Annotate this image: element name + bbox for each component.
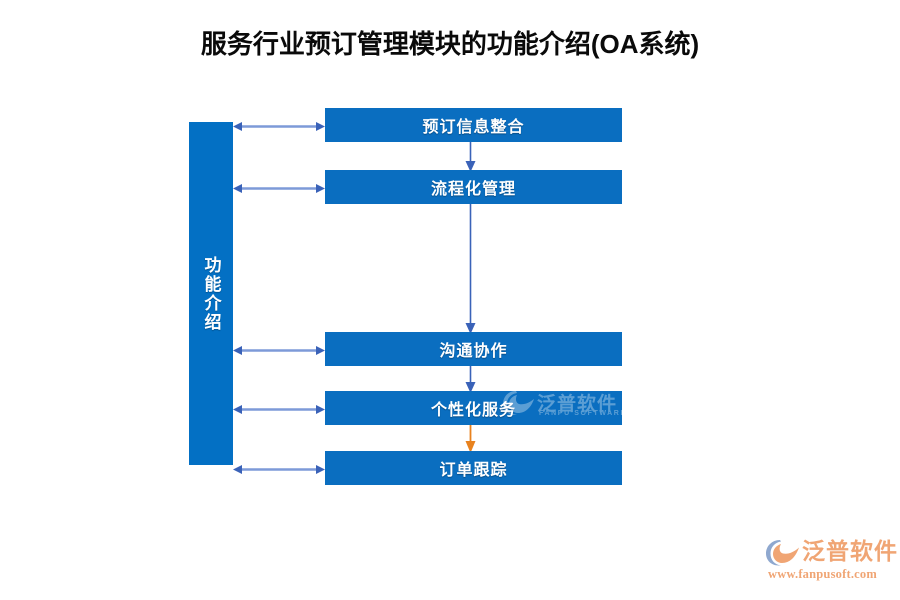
flow-arrow-node1-node2 xyxy=(462,141,479,172)
brand-logo: 泛普软件 www.fanpusoft.com xyxy=(766,537,897,585)
arrow-down-icon xyxy=(465,365,476,393)
category-bar-label: 功能介绍 xyxy=(201,255,221,332)
arrow-down-icon xyxy=(465,203,476,334)
double-arrow-icon xyxy=(233,465,325,474)
process-box-3-label: 沟通协作 xyxy=(439,343,508,360)
brand-logo-name: 泛普软件 xyxy=(802,538,898,564)
process-box-3[interactable]: 沟通协作 xyxy=(325,332,622,366)
double-arrow-icon xyxy=(233,122,325,131)
process-box-4[interactable]: 个性化服务 xyxy=(325,391,622,425)
flow-arrow-node3-node4 xyxy=(462,365,479,393)
double-arrow-icon xyxy=(233,405,325,414)
process-box-2[interactable]: 流程化管理 xyxy=(325,170,622,204)
double-arrow-icon xyxy=(233,184,325,193)
process-box-2-label: 流程化管理 xyxy=(430,181,516,198)
brand-logo-url: www.fanpusoft.com xyxy=(768,567,877,581)
connector-category-to-node4 xyxy=(233,402,325,414)
double-arrow-icon xyxy=(233,346,325,355)
connector-category-to-node2 xyxy=(233,181,325,193)
process-box-5-label: 订单跟踪 xyxy=(439,462,508,479)
connector-category-to-node3 xyxy=(233,343,325,355)
category-bar-functions: 功能介绍 xyxy=(189,122,233,465)
process-box-5[interactable]: 订单跟踪 xyxy=(325,451,622,485)
process-box-1-label: 预订信息整合 xyxy=(422,119,525,136)
connector-category-to-node5 xyxy=(233,462,325,474)
page-title: 服务行业预订管理模块的功能介绍(OA系统) xyxy=(200,29,700,59)
process-box-4-label: 个性化服务 xyxy=(430,402,516,419)
arrow-down-icon xyxy=(465,141,476,172)
flow-arrow-node2-node3 xyxy=(462,203,479,334)
process-box-1[interactable]: 预订信息整合 xyxy=(325,108,622,142)
fanpu-logo-mark-icon xyxy=(766,540,799,566)
connector-category-to-node1 xyxy=(233,119,325,131)
